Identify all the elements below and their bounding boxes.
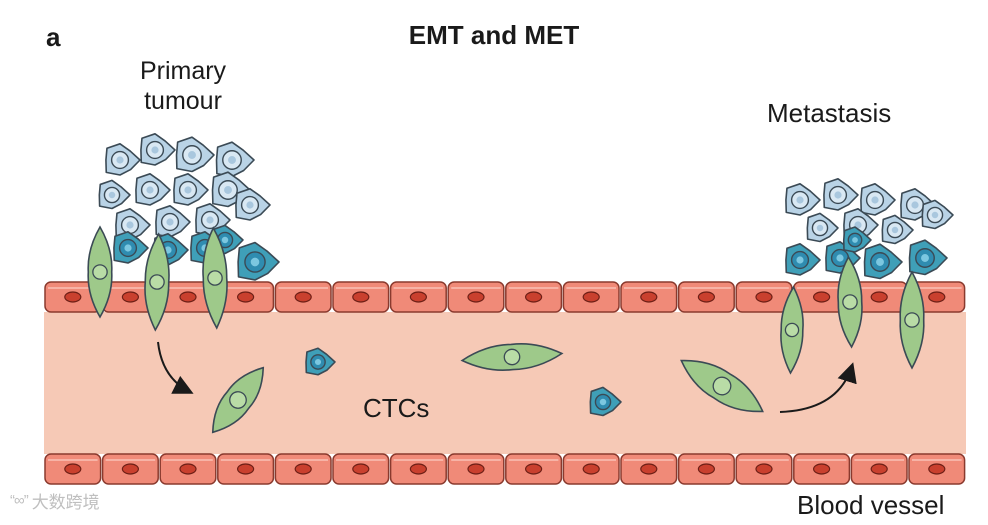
ctc-epithelial-cell <box>589 386 622 417</box>
endothelial-cell <box>159 281 217 313</box>
mesenchymal-cell <box>780 285 804 375</box>
epithelial-cell <box>98 179 131 210</box>
watermark-logo-icon: “∞” <box>10 492 29 509</box>
endothelial-cell <box>677 453 735 485</box>
epithelial-cell <box>173 173 209 206</box>
mesenchymal-cell <box>144 232 170 332</box>
endothelial-cell <box>620 281 678 313</box>
endothelial-cell <box>735 281 793 313</box>
endothelial-cell <box>735 453 793 485</box>
epithelial-cell <box>235 188 271 221</box>
watermark: “∞” 大数跨境 <box>10 488 100 513</box>
epithelial-cell <box>140 133 176 166</box>
epithelial-cell <box>135 173 171 206</box>
extravasation-arrow <box>779 362 857 413</box>
metastasis-label: Metastasis <box>767 98 892 128</box>
endothelial-cell <box>908 453 966 485</box>
tumour-cell <box>237 241 280 281</box>
ctcs-label: CTCs <box>363 393 430 423</box>
endothelial-cell <box>505 453 563 485</box>
primary-tumour-cluster <box>87 133 280 332</box>
epithelial-cell <box>105 143 141 176</box>
epithelial-cell <box>785 183 821 216</box>
endothelial-cell <box>159 453 217 485</box>
tumour-cell <box>908 239 948 276</box>
circulating-tumour-cells <box>211 343 764 434</box>
endothelial-cell <box>793 453 851 485</box>
epithelial-cell <box>155 205 191 238</box>
epithelial-cell <box>881 214 914 245</box>
endothelial-cell <box>505 281 563 313</box>
endothelial-cell <box>447 453 505 485</box>
panel-letter: a <box>46 22 61 52</box>
mesenchymal-cell <box>899 270 925 370</box>
endothelial-cell <box>447 281 505 313</box>
epithelial-cell <box>823 178 859 211</box>
ctc-epithelial-cell <box>305 347 336 376</box>
endothelial-cell <box>562 281 620 313</box>
endothelial-cell <box>44 453 102 485</box>
endothelial-cell <box>217 453 275 485</box>
endothelial-cell <box>332 453 390 485</box>
metastasis-cluster <box>780 178 954 375</box>
endothelial-cell <box>332 281 390 313</box>
endothelial-cell <box>217 281 275 313</box>
endothelial-cell <box>677 281 735 313</box>
endothelial-cell <box>562 453 620 485</box>
tumour-cell <box>113 231 149 264</box>
tumour-cell <box>863 243 903 280</box>
endothelial-cell <box>389 281 447 313</box>
endothelial-cell <box>850 453 908 485</box>
diagram-title: EMT and MET <box>408 20 580 50</box>
vessel-wall-top <box>44 281 966 313</box>
intravasation-arrow <box>157 341 194 394</box>
tumour-cell <box>842 226 872 253</box>
endothelial-cell <box>101 453 159 485</box>
mesenchymal-cell <box>202 226 228 330</box>
ctc-mesenchymal-cell <box>680 359 764 413</box>
epithelial-cell <box>860 183 896 216</box>
mesenchymal-cell <box>87 225 113 319</box>
endothelial-cell <box>620 453 678 485</box>
epithelial-cell <box>175 136 215 173</box>
tumour-cell <box>785 243 821 276</box>
blood-vessel-label: Blood vessel <box>797 490 945 520</box>
epithelial-cell <box>215 141 255 178</box>
primary-tumour-label: Primary tumour <box>139 57 227 115</box>
epithelial-cell <box>806 212 839 243</box>
mesenchymal-cell <box>837 255 863 349</box>
endothelial-cell <box>274 453 332 485</box>
vessel-wall-bottom <box>44 453 966 485</box>
ctc-mesenchymal-cell <box>211 366 265 434</box>
epithelial-cell <box>921 199 954 230</box>
watermark-text: 大数跨境 <box>31 493 100 512</box>
endothelial-cell <box>274 281 332 313</box>
vessel-lumen <box>44 312 966 454</box>
endothelial-cell <box>389 453 447 485</box>
ctc-mesenchymal-cell <box>460 343 564 371</box>
